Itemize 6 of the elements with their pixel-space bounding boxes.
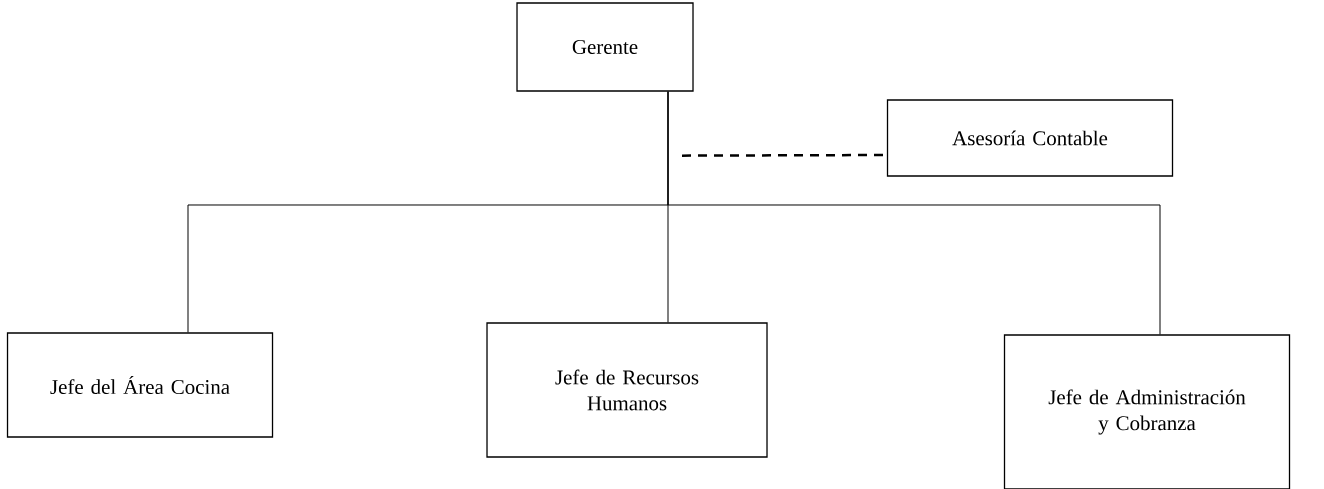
org-box: Jefe de Recursos Humanos (486, 322, 768, 458)
org-box: Gerente (516, 2, 694, 92)
org-box: Asesoría Contable (886, 99, 1174, 177)
org-box: Jefe de Administración y Cobranza (1003, 334, 1291, 489)
org-box: Jefe del Área Cocina (6, 332, 274, 438)
connector-line (667, 91, 1161, 335)
